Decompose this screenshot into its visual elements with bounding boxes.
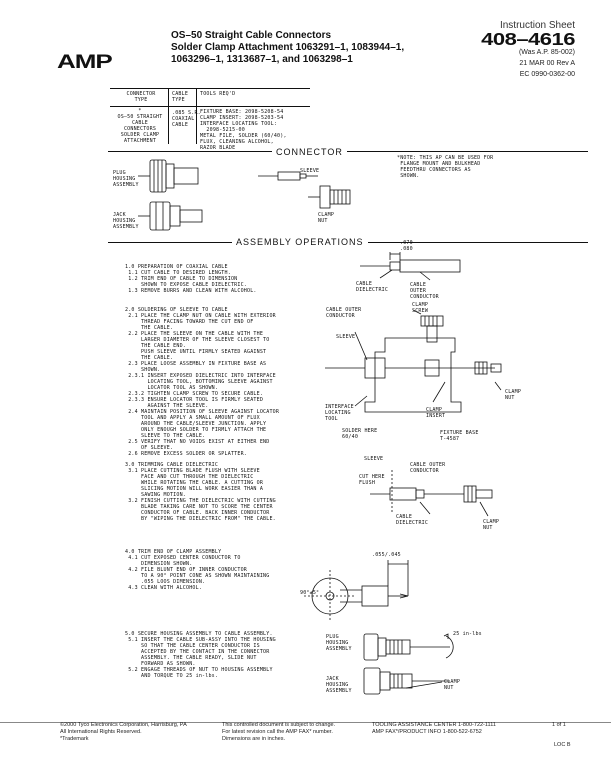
fig4-angle-label: 90°±5° [300, 590, 320, 596]
footer-page: 1 of 1 [552, 722, 566, 728]
document-title: OS–50 Straight Cable Connectors Solder C… [171, 30, 431, 66]
connector-section-title: CONNECTOR [272, 147, 347, 157]
assembly-section-title: ASSEMBLY OPERATIONS [232, 237, 368, 247]
fig2-solder-here-label: SOLDER HERE 60/40 [342, 428, 378, 440]
title-line-1: OS–50 Straight Cable Connectors [171, 30, 332, 41]
jack-connector-drawing [138, 201, 203, 231]
fig3-cut-here-label: CUT HERE FLUSH [359, 474, 385, 486]
step-5-drawing [363, 633, 454, 695]
connector-section-rule [108, 151, 588, 152]
step-4-text: 4.0 TRIM END OF CLAMP ASSEMBLY 4.1 CUT E… [125, 549, 270, 591]
dim-070-label: .070 .080 [400, 240, 413, 252]
table-header-rule [110, 106, 310, 107]
cable-outer-conductor-label: CABLE OUTER CONDUCTOR [410, 282, 439, 300]
step-2-text: 2.0 SOLDERING OF SLEEVE TO CABLE 2.1 PLA… [125, 307, 280, 457]
table-header-tools: TOOLS REQ'D [200, 91, 236, 97]
step-3-text: 3.0 TRIMMING CABLE DIELECTRIC 3.1 PLACE … [125, 462, 276, 522]
step-3-drawing [370, 470, 493, 517]
footer-copyright: ©2000 Tyco Electronics Corporation, Harr… [60, 722, 187, 742]
sheet-meta-3: EC 0990-0362-00 [519, 71, 575, 78]
title-line-2: Solder Clamp Attachment 1063291–1, 10839… [171, 42, 405, 53]
amp-logo: AMP [57, 50, 113, 73]
connector-drawing [138, 159, 351, 231]
title-line-3: 1063296–1, 1313687–1, and 1063298–1 [171, 54, 353, 65]
footer-notice: This controlled document is subject to c… [222, 722, 336, 742]
step-1-drawing [360, 252, 461, 281]
fig2-clamp-insert-label: CLAMP INSERT [426, 407, 446, 419]
plug-connector-drawing [138, 159, 199, 193]
footer-rule [0, 722, 611, 723]
jack-housing-label: JACK HOUSING ASSEMBLY [113, 212, 139, 230]
fig3-cable-dielectric-label: CABLE DIELECTRIC [396, 514, 429, 526]
cable-dielectric-label: CABLE DIELECTRIC [356, 281, 389, 293]
step-2-fixture-drawing [325, 310, 502, 413]
table-header-cable-type: CABLE TYPE [172, 91, 189, 103]
clamp-nut-drawing [308, 185, 351, 209]
step-4-drawing [304, 560, 409, 622]
table-header-connector-type: CONNECTOR TYPE [126, 91, 156, 103]
fig2-fixture-base-label: FIXTURE BASE T-4587 [440, 430, 479, 442]
connector-note: *NOTE: THIS AP CAN BE USED FOR FLANGE MO… [397, 155, 494, 179]
fig5-clamp-nut-label: CLAMP NUT [444, 679, 461, 691]
clamp-nut-label: CLAMP NUT [318, 212, 335, 224]
sheet-meta-2: 21 MAR 00 Rev A [519, 60, 575, 67]
plug-housing-label: PLUG HOUSING ASSEMBLY [113, 170, 139, 188]
fig2-sleeve-label: SLEEVE [336, 334, 356, 340]
sheet-meta-1: (Was A.P. 85-002) [518, 49, 575, 56]
table-top-rule [110, 88, 310, 89]
fig2-interface-tool-label: INTERFACE LOCATING TOOL [325, 404, 354, 422]
fig3-clamp-nut-label: CLAMP NUT [483, 519, 500, 531]
fig2-clamp-screw-label: CLAMP SCREW [412, 302, 429, 314]
fig3-cable-outer-label: CABLE OUTER CONDUCTOR [410, 462, 446, 474]
fig4-dim-label: .055/.045 [372, 552, 401, 558]
table-divider-1 [168, 88, 169, 144]
fig5-plug-label: PLUG HOUSING ASSEMBLY [326, 634, 352, 652]
table-cell-tools: FIXTURE BASE: 2098-5208-54 CLAMP INSERT:… [200, 109, 287, 151]
sleeve-label: SLEEVE [300, 168, 320, 174]
footer-loc: LOC B [554, 742, 571, 748]
fig2-cable-outer-label: CABLE OUTER CONDUCTOR [326, 307, 362, 319]
step-1-text: 1.0 PREPARATION OF COAXIAL CABLE 1.1 CUT… [125, 264, 257, 294]
sheet-number: 408–4616 [481, 29, 575, 49]
table-divider-2 [196, 88, 197, 144]
table-cell-connector-type: * OS–50 STRAIGHT CABLE CONNECTORS SOLDER… [117, 108, 163, 144]
footer-contact: TOOLING ASSISTANCE CENTER 1-800-722-1111… [372, 722, 496, 735]
fig3-sleeve-label: SLEEVE [364, 456, 384, 462]
fig5-jack-label: JACK HOUSING ASSEMBLY [326, 676, 352, 694]
step-5-text: 5.0 SECURE HOUSING ASSEMBLY TO CABLE ASS… [125, 631, 276, 679]
fig5-torque-label: 25 in-lbs [453, 631, 482, 637]
sleeve-drawing [258, 171, 318, 181]
sheet-meta: (Was A.P. 85-002) 21 MAR 00 Rev A EC 099… [519, 47, 575, 80]
table-cell-cable-type: .085 S.R. COAXIAL CABLE [172, 110, 201, 128]
fig2-clamp-nut-label: CLAMP NUT [505, 389, 522, 401]
sheet-label: Instruction Sheet [499, 20, 575, 31]
